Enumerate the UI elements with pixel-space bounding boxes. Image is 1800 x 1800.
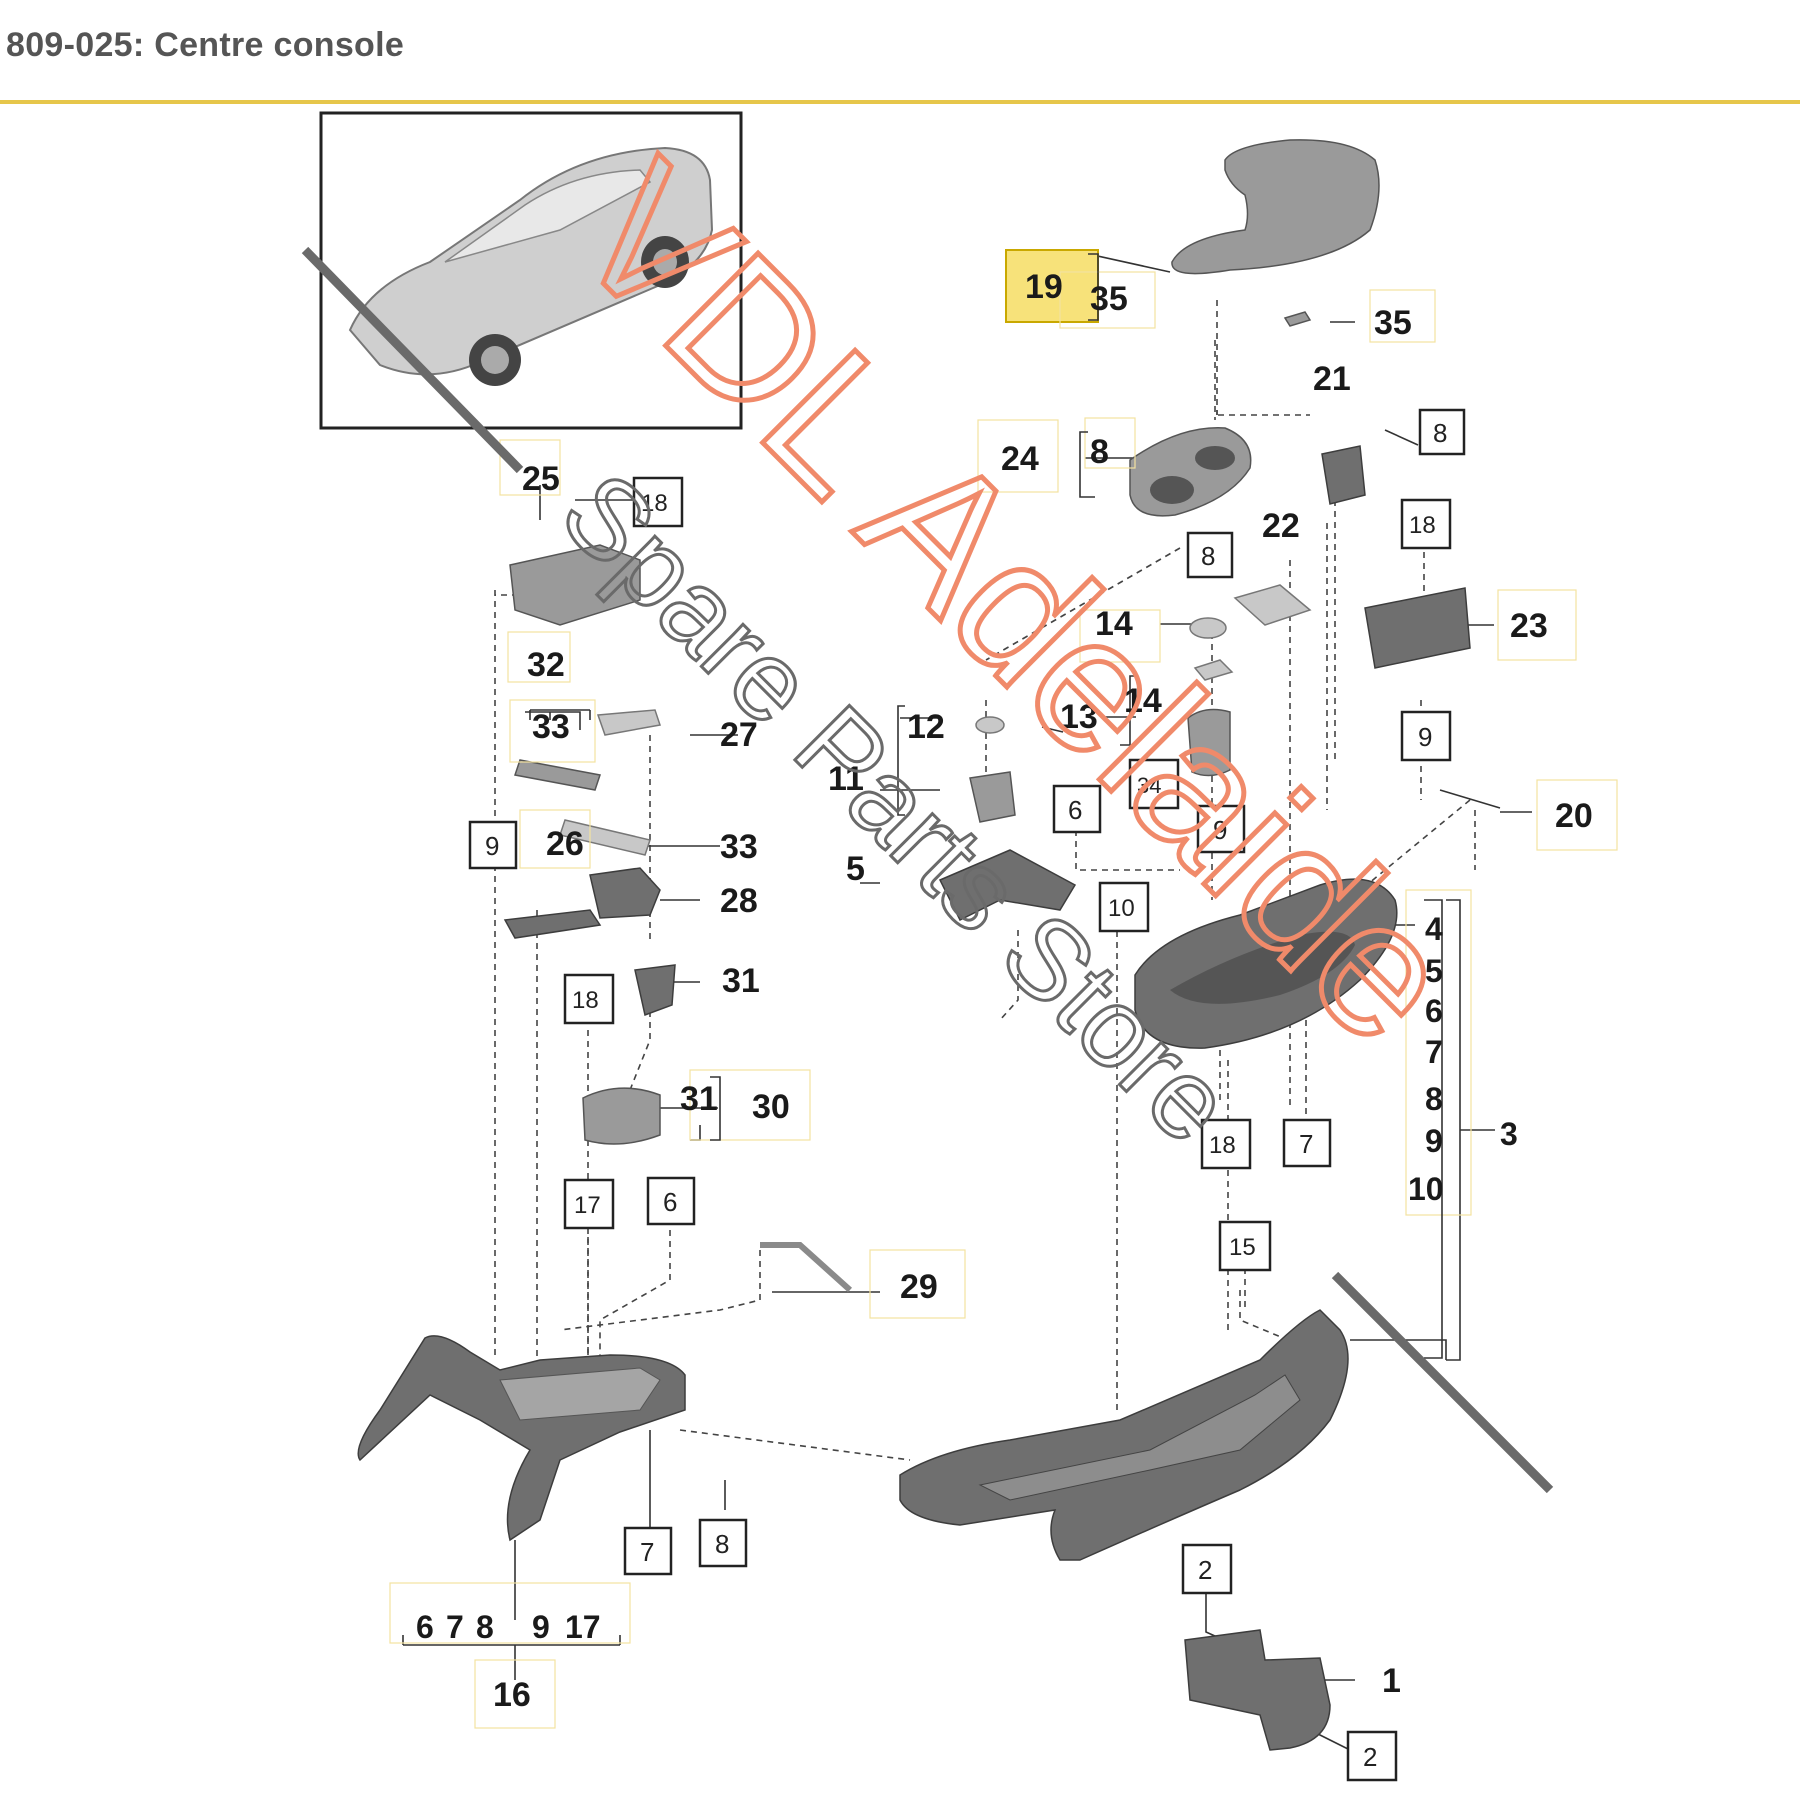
callout-14[interactable]: 14 [1095, 605, 1133, 643]
highlight-19[interactable] [1005, 249, 1099, 323]
callout-7-row[interactable]: 7 [446, 1609, 464, 1645]
callout-13[interactable]: 13 [1060, 698, 1098, 736]
label-tints [389, 271, 1618, 1729]
armrest-lid [1171, 139, 1380, 275]
callout-26[interactable]: 26 [546, 825, 584, 863]
front-console-frame [357, 1335, 686, 1542]
callout-12[interactable]: 12 [907, 708, 945, 746]
callout-17-row[interactable]: 17 [565, 1609, 601, 1645]
page-title: 809-025: Centre console [6, 26, 405, 64]
callout-2-box[interactable]: 2 [1198, 1555, 1212, 1585]
callout-32[interactable]: 32 [527, 646, 565, 684]
callout-6-box[interactable]: 6 [1068, 795, 1082, 825]
callout-8-list[interactable]: 8 [1425, 1081, 1443, 1117]
callout-10-box[interactable]: 10 [1108, 895, 1135, 922]
callout-21[interactable]: 21 [1313, 360, 1351, 398]
usb-module [1184, 1629, 1331, 1751]
callout-8-box-b[interactable]: 8 [1201, 541, 1215, 571]
callout-6-box-b[interactable]: 6 [663, 1187, 677, 1217]
callout-6-row[interactable]: 6 [416, 1609, 434, 1645]
callouts: 19 35 35 21 8 24 8 18 8 22 23 14 13 14 1… [416, 253, 1593, 1782]
callout-8-box[interactable]: 8 [1433, 418, 1447, 448]
callout-9-box-b[interactable]: 9 [1213, 815, 1227, 845]
callout-29[interactable]: 29 [900, 1268, 938, 1306]
callout-4[interactable]: 4 [1425, 911, 1443, 947]
callout-31[interactable]: 31 [722, 962, 760, 1000]
cupholder-trim [1129, 427, 1252, 517]
callout-1[interactable]: 1 [1382, 1662, 1401, 1700]
callout-18-box-d[interactable]: 18 [572, 987, 599, 1014]
callout-8-box-c[interactable]: 8 [715, 1529, 729, 1559]
callout-24[interactable]: 24 [1001, 440, 1039, 478]
callout-18-box[interactable]: 18 [1409, 512, 1436, 539]
callout-9-box[interactable]: 9 [1418, 722, 1432, 752]
callout-33[interactable]: 33 [532, 708, 570, 746]
callout-3[interactable]: 3 [1500, 1116, 1518, 1152]
callout-20[interactable]: 20 [1555, 797, 1593, 835]
header-divider [0, 100, 1800, 104]
callout-35[interactable]: 35 [1374, 304, 1412, 342]
control-module [509, 544, 641, 626]
callout-25[interactable]: 25 [522, 460, 560, 498]
callout-31-bracket[interactable]: 31 [680, 1080, 718, 1118]
callout-2-box-b[interactable]: 2 [1363, 1742, 1377, 1772]
callout-5-list[interactable]: 5 [1425, 953, 1443, 989]
rear-console-body [899, 1309, 1349, 1561]
callout-16[interactable]: 16 [493, 1676, 531, 1714]
callout-27[interactable]: 27 [720, 716, 758, 754]
callout-14-bracket[interactable]: 14 [1124, 682, 1162, 720]
callout-19[interactable]: 19 [1025, 268, 1063, 306]
callout-10-list[interactable]: 10 [1408, 1171, 1444, 1207]
callout-34-box[interactable]: 34 [1137, 773, 1161, 798]
callout-22[interactable]: 22 [1262, 507, 1300, 545]
callout-7-box-b[interactable]: 7 [640, 1537, 654, 1567]
callout-28[interactable]: 28 [720, 882, 758, 920]
callout-8-row[interactable]: 8 [476, 1609, 494, 1645]
callout-33-b[interactable]: 33 [720, 828, 758, 866]
callout-7-box[interactable]: 7 [1299, 1129, 1313, 1159]
vehicle-thumbnail[interactable] [319, 111, 743, 430]
callout-6-list[interactable]: 6 [1425, 993, 1443, 1029]
callout-8-bracket[interactable]: 8 [1090, 433, 1109, 471]
callout-9-list[interactable]: 9 [1425, 1123, 1443, 1159]
callout-23[interactable]: 23 [1510, 607, 1548, 645]
callout-35-bracket[interactable]: 35 [1090, 280, 1128, 318]
callout-7-list[interactable]: 7 [1425, 1034, 1443, 1070]
callout-30[interactable]: 30 [752, 1088, 790, 1126]
callout-15-box[interactable]: 15 [1229, 1234, 1256, 1261]
parts [357, 139, 1501, 1751]
callout-17-box[interactable]: 17 [574, 1192, 601, 1219]
callout-11[interactable]: 11 [828, 760, 864, 798]
callout-18-box-c[interactable]: 18 [641, 490, 668, 517]
callout-5[interactable]: 5 [846, 850, 865, 888]
callout-9-box-c[interactable]: 9 [485, 831, 499, 861]
callout-18-box-b[interactable]: 18 [1209, 1132, 1236, 1159]
callout-9-row[interactable]: 9 [532, 1609, 550, 1645]
